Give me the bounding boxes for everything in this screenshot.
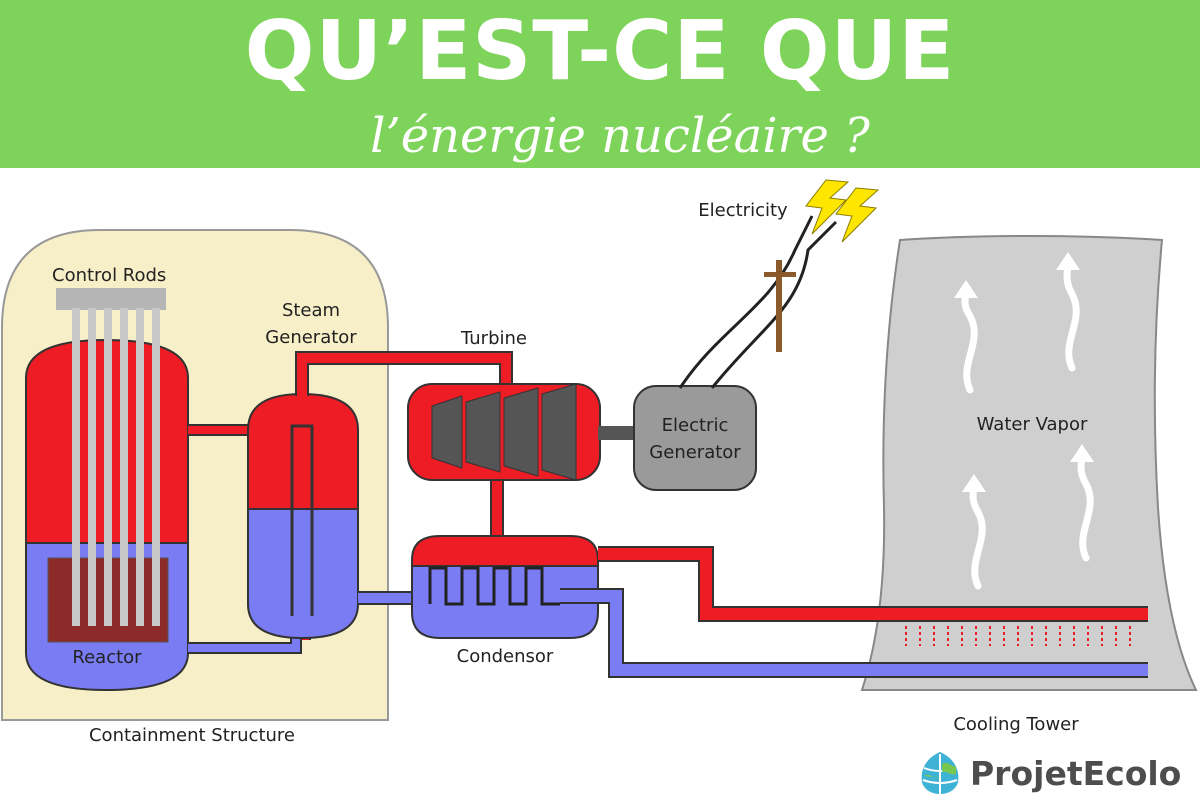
vapor-arrowheads [954,252,1094,492]
power-lines [678,215,838,389]
utility-pole [764,260,796,352]
turbine-shaft [598,426,638,440]
electric-generator [633,385,757,491]
label-electric-generator-line2: Generator [649,442,741,463]
leaf-globe-icon [921,752,959,794]
page-title: QU’EST-CE QUE [244,4,956,99]
brand-logo: ProjetEcolo [918,748,1181,798]
steam-line [295,351,513,544]
label-turbine: Turbine [460,328,527,349]
label-electric-generator-line1: Electric [662,415,729,436]
label-condensor: Condensor [457,646,554,667]
control-rods [56,288,166,626]
label-electricity: Electricity [698,200,788,221]
cooling-water-pipes [560,546,1148,678]
label-water-vapor: Water Vapor [977,414,1088,435]
label-steam-generator-line2: Generator [265,327,357,348]
vapor-arrow-icon [961,260,1094,590]
condensor-coils [428,566,560,606]
cooling-tower [860,234,1198,691]
label-control-rods: Control Rods [52,265,166,286]
label-containment-structure: Containment Structure [89,725,295,746]
lightning-bolt-icon [805,179,880,243]
brand-name: ProjetEcolo [970,753,1182,793]
title-banner: QU’EST-CE QUE l’énergie nucléaire ? [0,0,1200,168]
steam-generator [247,392,359,640]
turbine-blades [431,383,577,481]
nuclear-plant-diagram: Control Rods Steam Generator Turbine Ele… [1,179,1198,746]
label-reactor: Reactor [72,647,142,668]
label-cooling-tower: Cooling Tower [953,714,1079,735]
page-subtitle: l’énergie nucléaire ? [370,108,870,164]
label-steam-generator-line1: Steam [282,300,340,321]
condensor [411,535,599,639]
